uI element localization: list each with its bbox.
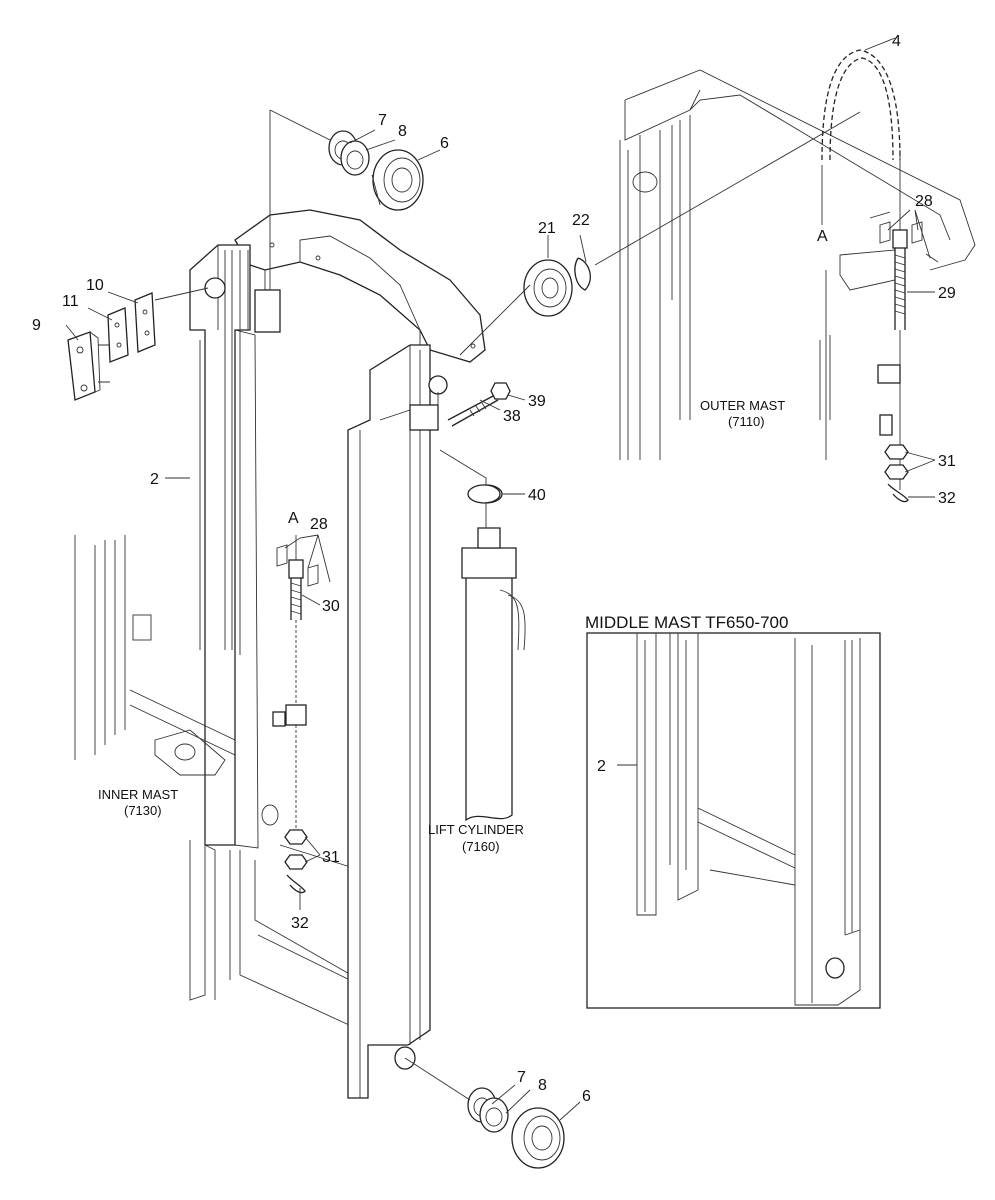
inset-middle-mast <box>586 632 881 1009</box>
bearing-21-group <box>523 257 591 317</box>
plates-9-10-11 <box>67 292 156 401</box>
label-7-top: 7 <box>378 112 387 129</box>
label-A-top: A <box>817 228 828 245</box>
leader-lines-top-right <box>594 37 936 498</box>
label-31-right: 31 <box>938 453 956 470</box>
label-9: 9 <box>32 317 41 334</box>
label-21: 21 <box>538 220 556 237</box>
caption-inner-mast: INNER MAST <box>98 787 178 802</box>
label-32-right: 32 <box>938 490 956 507</box>
label-31-mid: 31 <box>322 849 340 866</box>
chain-anchor-bolt-middle <box>272 544 319 894</box>
lift-cylinder <box>461 484 526 822</box>
label-22: 22 <box>572 212 590 229</box>
label-8-bottom: 8 <box>538 1077 547 1094</box>
leader-lines-main <box>65 109 587 1121</box>
bolt-38-39 <box>447 382 511 504</box>
label-4: 4 <box>892 33 901 50</box>
label-A-mid: A <box>288 510 299 527</box>
label-28-top: 28 <box>915 193 933 210</box>
label-32-mid: 32 <box>291 915 309 932</box>
label-29: 29 <box>938 285 956 302</box>
label-7-bottom: 7 <box>517 1069 526 1086</box>
label-2-inset: 2 <box>597 758 606 775</box>
label-40: 40 <box>528 487 546 504</box>
part-number-labels: 4 7 8 6 21 22 A 28 29 10 11 9 39 38 2 40… <box>32 33 956 1105</box>
chain-anchor-bolt-right <box>869 150 939 503</box>
bearing-group-top <box>328 130 424 211</box>
caption-lift-cylinder: LIFT CYLINDER <box>428 822 524 837</box>
inset-title: MIDDLE MAST TF650-700 <box>585 613 788 632</box>
label-28-mid: 28 <box>310 516 328 533</box>
caption-lift-cylinder-code: (7160) <box>462 839 500 854</box>
label-2: 2 <box>150 471 159 488</box>
bearing-group-bottom <box>467 1087 565 1169</box>
outer-mast <box>619 69 976 460</box>
label-10: 10 <box>86 277 104 294</box>
label-6-top: 6 <box>440 135 449 152</box>
caption-outer-mast: OUTER MAST <box>700 398 785 413</box>
component-captions: OUTER MAST (7110) INNER MAST (7130) LIFT… <box>98 398 788 854</box>
inner-mast <box>74 535 236 776</box>
middle-mast-frame <box>189 209 486 1031</box>
chain <box>821 49 901 161</box>
caption-inner-mast-code: (7130) <box>124 803 162 818</box>
label-11: 11 <box>62 293 79 310</box>
label-30: 30 <box>322 598 340 615</box>
label-8-top: 8 <box>398 123 407 140</box>
label-39: 39 <box>528 393 546 410</box>
label-6-bottom: 6 <box>582 1088 591 1105</box>
label-38: 38 <box>503 408 521 425</box>
caption-outer-mast-code: (7110) <box>728 414 765 429</box>
front-upright <box>347 344 448 1099</box>
